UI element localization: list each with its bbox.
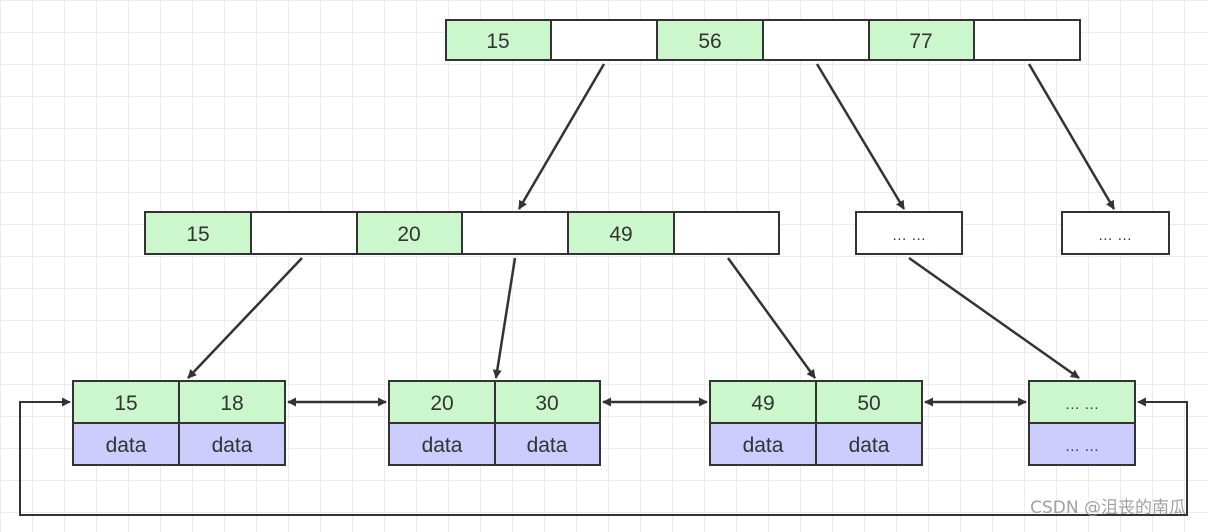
leaf-key-label: 50: [857, 392, 880, 415]
root-pointer-cell: [973, 19, 1081, 61]
leaf-data-label: data: [849, 434, 890, 457]
root-key-label: 56: [698, 30, 721, 53]
cropped-sidebar-text: [0, 0, 14, 380]
internal-key-label: 49: [609, 223, 632, 246]
leaf-data-cell: [709, 422, 817, 466]
placeholder-box: [1061, 211, 1170, 255]
internal-pointer-cell: [673, 211, 780, 255]
pointer-arrow: [492, 257, 517, 379]
leaf-data-cell: [1028, 422, 1136, 466]
internal-pointer-cell: [250, 211, 358, 255]
root-cell: [868, 19, 975, 61]
pointer-arrow: [815, 63, 906, 210]
root-key-label: 15: [486, 30, 509, 53]
leaf-data-label: data: [106, 434, 147, 457]
pointer-arrow: [908, 256, 1080, 380]
leaf-data-label: data: [527, 434, 568, 457]
leaf-key-label: 18: [220, 392, 243, 415]
pointer-arrow: [187, 257, 303, 379]
root-pointer-cell: [762, 19, 870, 61]
leaf-key-label: 30: [535, 392, 558, 415]
internal-placeholder-node: … …: [1061, 211, 1170, 255]
leaf-data-label: data: [743, 434, 784, 457]
placeholder-label: … …: [1098, 227, 1132, 244]
internal-key-label: 15: [186, 223, 209, 246]
leaf-key-label: 20: [430, 392, 453, 415]
leaf-data-cell: [815, 422, 923, 466]
root-cell: [445, 19, 552, 61]
internal-node: 15 20 49: [144, 211, 780, 255]
leaf-data-cell: [494, 422, 601, 466]
internal-cell: [567, 211, 675, 255]
pointer-arrow: [517, 63, 606, 210]
root-key-label: 77: [909, 30, 932, 53]
leaf-node-4: … … … …: [1028, 380, 1136, 466]
pointer-arrow: [1027, 63, 1116, 210]
pointer-arrow: [726, 257, 817, 379]
leaf-key-label: 49: [751, 392, 774, 415]
root-node: 15 56 77: [445, 19, 1081, 61]
placeholder-box: [855, 211, 963, 255]
internal-key-label: 20: [397, 223, 420, 246]
leaf-node-3: 49 50 data data: [709, 380, 923, 466]
internal-cell: [356, 211, 463, 255]
leaf-node-1: 15 18 data data: [72, 380, 286, 466]
leaf-data-label: … …: [1065, 438, 1099, 455]
leaf-key-label: 15: [114, 392, 137, 415]
internal-pointer-cell: [461, 211, 569, 255]
leaf-data-label: data: [212, 434, 253, 457]
leaf-data-cell: [178, 422, 286, 466]
leaf-key-label: … …: [1065, 396, 1099, 413]
watermark: CSDN @沮丧的南瓜: [1030, 498, 1186, 518]
leaf-node-2: 20 30 data data: [388, 380, 601, 466]
placeholder-label: … …: [892, 227, 926, 244]
leaf-wraparound-arrow: [19, 397, 1188, 516]
leaf-data-label: data: [422, 434, 463, 457]
internal-placeholder-node: … …: [855, 211, 963, 255]
root-pointer-cell: [550, 19, 658, 61]
root-cell: [656, 19, 764, 61]
